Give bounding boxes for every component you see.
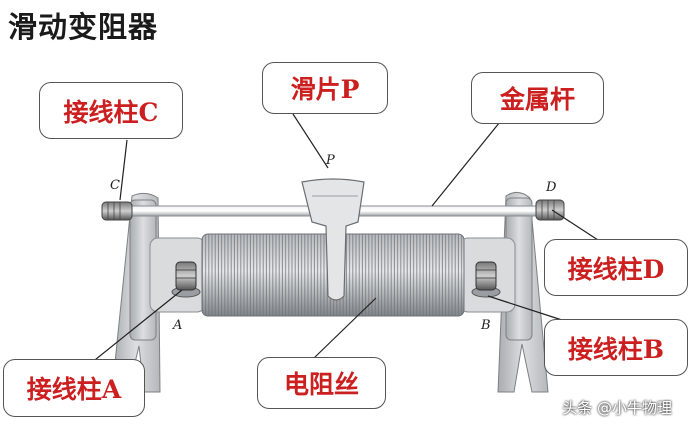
callout-slider-p: 滑片P xyxy=(262,62,388,114)
terminal-c-knob xyxy=(101,201,133,221)
pin-letter-c: C xyxy=(110,178,120,193)
watermark: 头条 @小牛物理 xyxy=(562,399,672,417)
callout-resistance-wire: 电阻丝 xyxy=(257,357,386,409)
callout-terminal-c: 接线柱C xyxy=(39,82,183,139)
callout-terminal-d: 接线柱D xyxy=(544,239,688,296)
callout-metal-rod: 金属杆 xyxy=(471,72,604,124)
pin-letter-a: A xyxy=(173,318,183,333)
terminal-b-screw xyxy=(471,261,501,298)
callout-terminal-b: 接线柱B xyxy=(544,319,688,376)
diagram-title: 滑动变阻器 xyxy=(8,10,159,44)
pin-letter-b: B xyxy=(481,318,491,333)
terminal-a-screw xyxy=(171,261,201,298)
pin-letter-p: P xyxy=(326,153,335,168)
pin-letter-d: D xyxy=(546,180,557,195)
callout-terminal-a: 接线柱A xyxy=(3,359,145,417)
slider-p xyxy=(301,178,365,301)
terminal-d-knob xyxy=(535,199,565,221)
